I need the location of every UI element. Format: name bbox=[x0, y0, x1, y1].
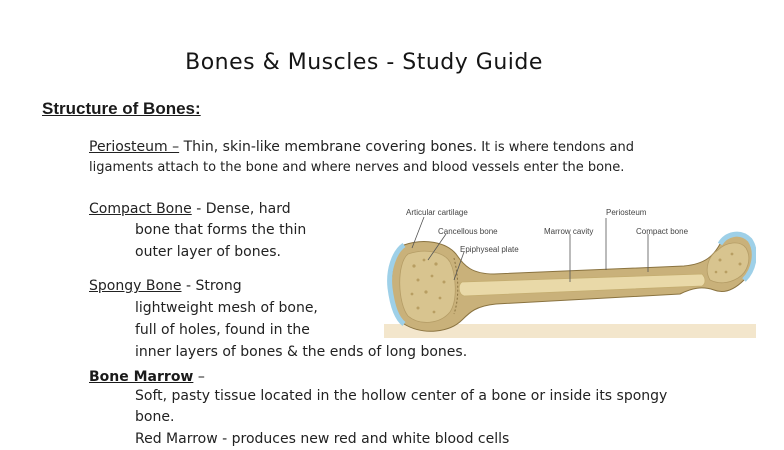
label-cancellous-bone: Cancellous bone bbox=[438, 227, 498, 236]
bone-marrow-term: Bone Marrow bbox=[89, 369, 194, 385]
diagram-base bbox=[384, 324, 756, 338]
marrow-cavity-shape bbox=[458, 273, 706, 297]
articular-cartilage-right bbox=[717, 231, 756, 282]
label-periosteum: Periosteum bbox=[606, 208, 647, 217]
bone-marrow-dash: – bbox=[193, 369, 205, 385]
red-marrow-line: Red Marrow - produces new red and white … bbox=[135, 431, 510, 447]
bone-marrow-heading: Bone Marrow – bbox=[89, 366, 205, 388]
spongy-bone-line-2: lightweight mesh of bone, bbox=[135, 300, 318, 316]
articular-cartilage-left bbox=[387, 242, 406, 326]
compact-bone-line-2: bone that forms the thin bbox=[135, 222, 307, 238]
bone-marrow-line-2: bone. bbox=[135, 409, 175, 425]
spongy-bone-line-3: full of holes, found in the bbox=[135, 322, 310, 338]
bone-marrow-line-1: Soft, pasty tissue located in the hollow… bbox=[135, 388, 668, 404]
long-bone-diagram: Articular cartilage Cancellous bone Epip… bbox=[384, 208, 756, 338]
page-title: Bones & Muscles - Study Guide bbox=[185, 50, 543, 75]
spongy-epiphysis-right bbox=[706, 242, 750, 284]
label-epiphyseal-plate: Epiphyseal plate bbox=[460, 245, 519, 254]
spongy-texture bbox=[410, 252, 742, 314]
diagram-leader-lines bbox=[411, 216, 649, 282]
spongy-bone-text: - Strong bbox=[181, 278, 242, 294]
label-articular-cartilage: Articular cartilage bbox=[406, 208, 468, 217]
compact-bone-term: Compact Bone bbox=[89, 201, 192, 217]
compact-bone-line-1: Compact Bone - Dense, hard bbox=[89, 199, 291, 220]
label-marrow-cavity: Marrow cavity bbox=[544, 227, 593, 236]
compact-bone-line-3: outer layer of bones. bbox=[135, 244, 281, 260]
spongy-bone-line-1: Spongy Bone - Strong bbox=[89, 276, 242, 297]
label-compact-bone: Compact bone bbox=[636, 227, 689, 236]
epiphyseal-plate-line bbox=[453, 257, 459, 315]
periosteum-definition: Thin, skin-like membrane covering bones. bbox=[179, 139, 478, 155]
periosteum-line-1: Periosteum – Thin, skin-like membrane co… bbox=[89, 137, 634, 158]
spongy-bone-term: Spongy Bone bbox=[89, 278, 182, 294]
spongy-bone-line-4: inner layers of bones & the ends of long… bbox=[135, 344, 468, 360]
section-heading: Structure of Bones: bbox=[42, 99, 201, 118]
periosteum-detail: It is where tendons and bbox=[477, 140, 634, 155]
spongy-epiphysis-left bbox=[399, 250, 456, 323]
compact-bone-text: - Dense, hard bbox=[191, 201, 291, 217]
periosteum-term: Periosteum – bbox=[89, 139, 180, 155]
periosteum-line-2: ligaments attach to the bone and where n… bbox=[89, 160, 625, 175]
